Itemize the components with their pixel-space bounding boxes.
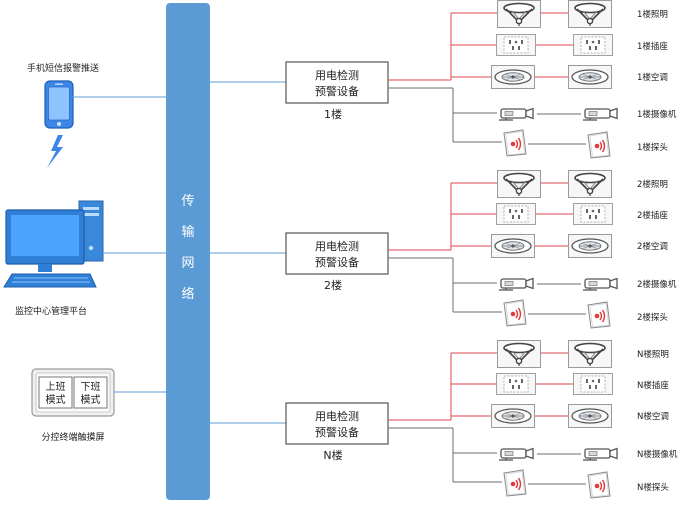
output-label: 1楼空调 [637, 72, 668, 83]
device-label: 用电检测 [315, 68, 359, 82]
floor-name: 1楼 [324, 107, 342, 121]
transmission-bus [166, 3, 210, 500]
monitoring-device-box [285, 232, 389, 275]
socket-icon [496, 203, 536, 225]
output-label: 1楼摄像机 [637, 109, 677, 120]
phone-icon [44, 80, 74, 129]
device-label: 用电检测 [315, 239, 359, 253]
output-label: N楼照明 [637, 349, 669, 360]
socket-icon [496, 34, 536, 56]
floor-name: N楼 [323, 448, 342, 462]
sensor-icon [503, 129, 527, 157]
ac-icon [491, 404, 535, 428]
mode-button-label: 模式 [81, 393, 101, 406]
socket-icon [573, 203, 613, 225]
output-label: 2楼空调 [637, 241, 668, 252]
mode-button-work[interactable]: 上班 模式 [38, 376, 73, 409]
socket-icon [573, 34, 613, 56]
touchscreen-label: 分控终端触摸屏 [41, 431, 104, 443]
floor-group: 用电检测 预警设备 N楼 N楼照明 N楼插座 N楼空调 N楼摄像机 N楼探头 [210, 340, 678, 499]
camera-icon [498, 447, 534, 461]
device-label: 预警设备 [315, 255, 359, 269]
lamp-icon [497, 0, 541, 28]
floor-group: 用电检测 预警设备 1楼 1楼照明 1楼插座 1楼空调 1楼摄像机 [210, 0, 677, 159]
output-label: 2楼照明 [637, 179, 668, 190]
camera-icon [582, 277, 618, 291]
output-label: 1楼照明 [637, 9, 668, 20]
bus-char: 传 [181, 194, 194, 209]
socket-icon [573, 373, 613, 395]
mode-button-off-work[interactable]: 下班 模式 [73, 376, 108, 409]
output-label: N楼插座 [637, 380, 669, 391]
device-label: 预警设备 [315, 84, 359, 98]
output-label: N楼空调 [637, 411, 669, 422]
camera-icon [582, 107, 618, 121]
device-label: 预警设备 [315, 425, 359, 439]
sensor-icon [503, 469, 527, 497]
sensor-icon [503, 299, 527, 327]
ac-icon [568, 234, 612, 258]
lamp-icon [497, 340, 541, 368]
output-label: 2楼探头 [637, 312, 668, 323]
floor-group: 用电检测 预警设备 2楼 2楼照明 2楼插座 2楼空调 2楼摄像机 2楼探头 [210, 170, 677, 329]
sensor-icon [587, 301, 611, 329]
ac-icon [568, 404, 612, 428]
ac-icon [491, 234, 535, 258]
device-label: 用电检测 [315, 409, 359, 423]
output-label: 2楼摄像机 [637, 279, 677, 290]
mode-button-label: 上班 [46, 381, 66, 393]
floor-name: 2楼 [324, 278, 342, 292]
platform-label: 监控中心管理平台 [15, 305, 87, 317]
ac-icon [491, 65, 535, 89]
output-label: 1楼探头 [637, 142, 668, 153]
mode-button-label: 模式 [46, 393, 66, 406]
bus-char: 络 [181, 286, 194, 302]
lamp-icon [568, 0, 612, 28]
bus-char: 网 [181, 256, 194, 271]
monitoring-device-box [285, 402, 389, 445]
sensor-icon [587, 131, 611, 159]
ac-icon [568, 65, 612, 89]
camera-icon [498, 107, 534, 121]
bus-char: 输 [181, 224, 194, 240]
socket-icon [496, 373, 536, 395]
lamp-icon [568, 170, 612, 198]
output-label: 2楼插座 [637, 210, 668, 221]
output-label: 1楼插座 [637, 41, 668, 52]
lamp-icon [568, 340, 612, 368]
output-label: N楼摄像机 [637, 449, 678, 460]
lamp-icon [497, 170, 541, 198]
sensor-icon [587, 471, 611, 499]
sms-label: 手机短信报警推送 [27, 62, 99, 74]
computer-icon [3, 200, 104, 288]
camera-icon [498, 277, 534, 291]
monitoring-device-box [285, 61, 389, 104]
lightning-icon [47, 135, 63, 168]
camera-icon [582, 447, 618, 461]
mode-button-label: 下班 [81, 381, 101, 393]
output-label: N楼探头 [637, 482, 669, 493]
